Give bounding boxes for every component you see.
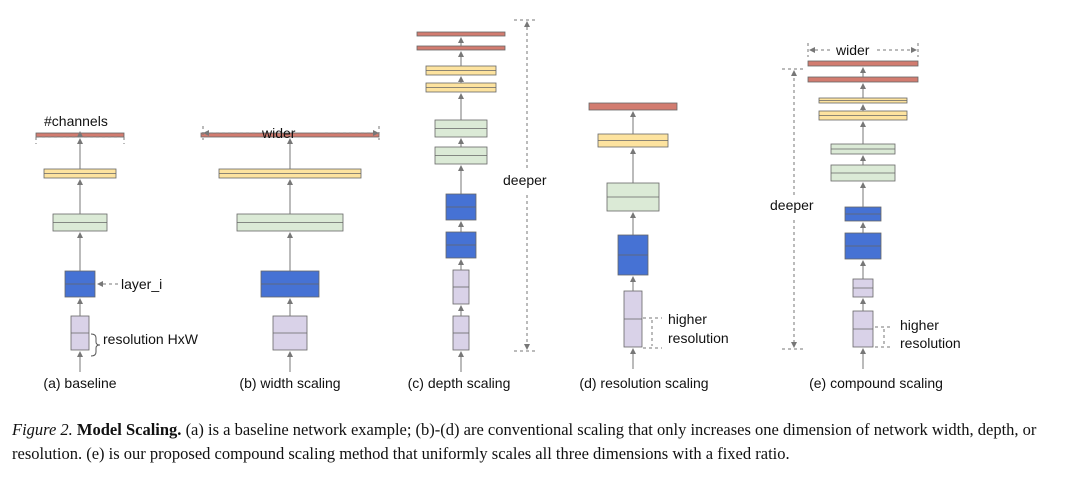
caption-figure-label: Figure 2. bbox=[12, 420, 73, 439]
res-higher-label: higher bbox=[668, 311, 707, 327]
channels-label: #channels bbox=[44, 113, 108, 129]
width-wider-label: wider bbox=[261, 125, 296, 141]
compound-higher-label: higher bbox=[900, 317, 939, 333]
compound-out-layer bbox=[807, 76, 919, 83]
panel-label-e: (e) compound scaling bbox=[809, 375, 943, 391]
resolution-out-layer bbox=[588, 102, 678, 111]
figure-caption: Figure 2. Model Scaling. (a) is a baseli… bbox=[12, 418, 1058, 466]
depth-deeper-label: deeper bbox=[503, 172, 547, 188]
resolution-brace bbox=[90, 333, 101, 357]
panel-label-c: (c) depth scaling bbox=[408, 375, 511, 391]
compound-resolution-label: resolution bbox=[900, 335, 961, 351]
compound-out-layer bbox=[807, 60, 919, 67]
panel-label-b: (b) width scaling bbox=[239, 375, 340, 391]
panel-label-a: (a) baseline bbox=[43, 375, 116, 391]
model-scaling-figure: #channels layer_i resolution HxW wider d… bbox=[35, 19, 961, 391]
panel-label-d: (d) resolution scaling bbox=[579, 375, 708, 391]
compound-wider-label: wider bbox=[835, 42, 870, 58]
caption-title: Model Scaling. bbox=[76, 420, 182, 439]
caption-body: (a) is a baseline network example; (b)-(… bbox=[12, 420, 1037, 463]
layer-i-label: layer_i bbox=[121, 276, 162, 292]
resolution-hw-label: resolution HxW bbox=[103, 331, 199, 347]
depth-out-layer bbox=[416, 45, 506, 51]
compound-deeper-label: deeper bbox=[770, 197, 814, 213]
depth-out-layer bbox=[416, 31, 506, 37]
res-resolution-label: resolution bbox=[668, 330, 729, 346]
